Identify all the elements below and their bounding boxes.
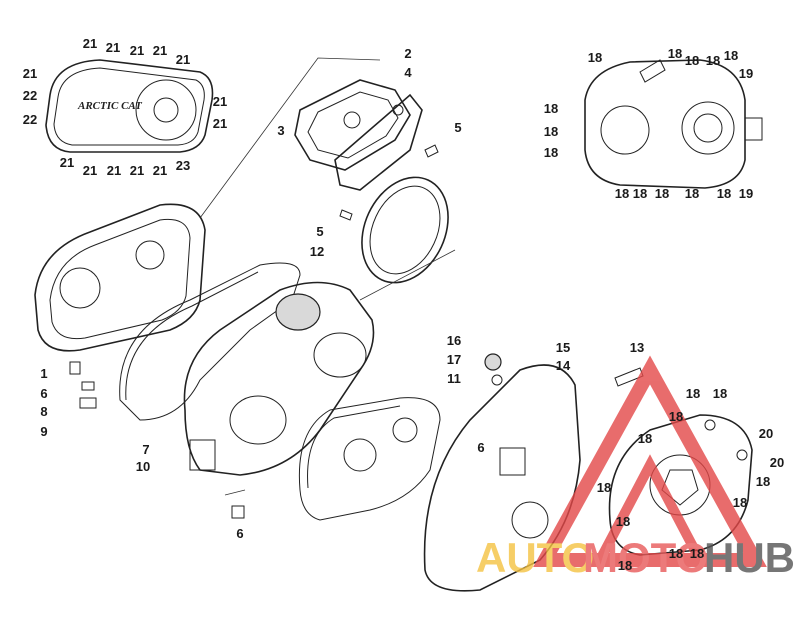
callout-label: 18 — [713, 386, 727, 401]
callout-label: 18 — [756, 474, 770, 489]
callout-label: 18 — [544, 145, 558, 160]
callout-label: 4 — [404, 65, 412, 80]
callout-label: 18 — [685, 53, 699, 68]
callout-label: 6 — [477, 440, 484, 455]
watermark-triangle — [533, 355, 767, 567]
callout-label: 18 — [588, 50, 602, 65]
watermark-text-a: AUTO — [476, 534, 594, 581]
gasket-right — [423, 353, 644, 592]
callout-label: 21 — [83, 36, 97, 51]
callout-label: 23 — [176, 158, 190, 173]
callout-label: 21 — [213, 94, 227, 109]
callout-label: 18 — [706, 53, 720, 68]
callout-label: 6 — [40, 386, 47, 401]
callout-label: 6 — [236, 526, 243, 541]
callout-label: 10 — [136, 459, 150, 474]
callout-label: 7 — [142, 442, 149, 457]
callout-label: 18 — [544, 124, 558, 139]
callout-label: 20 — [770, 455, 784, 470]
callout-label: 2 — [404, 46, 411, 61]
callout-label: 21 — [23, 66, 37, 81]
callout-label: 18 — [686, 386, 700, 401]
callout-label: 18 — [669, 546, 683, 561]
callout-label: 18 — [724, 48, 738, 63]
rear-cover-detail — [584, 59, 763, 189]
callout-label: 18 — [597, 480, 611, 495]
callout-label: 21 — [107, 163, 121, 178]
callout-label: 12 — [310, 244, 324, 259]
gasket-left — [119, 262, 301, 421]
outer-cover: ARCTIC CAT — [45, 59, 214, 153]
callout-label: 21 — [153, 43, 167, 58]
callout-label: 13 — [630, 340, 644, 355]
callout-label: 22 — [23, 88, 37, 103]
gasket-mid — [298, 397, 441, 521]
callout-label: 18 — [638, 431, 652, 446]
callout-label: 21 — [60, 155, 74, 170]
callout-label: 18 — [717, 186, 731, 201]
watermark-text-c: HUB — [704, 534, 795, 581]
callout-label: 11 — [447, 371, 461, 386]
callout-label: 18 — [690, 546, 704, 561]
callout-label: 18 — [633, 186, 647, 201]
callout-label: 15 — [556, 340, 570, 355]
callout-label: 18 — [733, 495, 747, 510]
callout-label: 14 — [556, 358, 571, 373]
callout-label: 21 — [83, 163, 97, 178]
callout-label: 3 — [277, 123, 284, 138]
clutch-cover-plate — [199, 57, 439, 219]
center-case — [183, 281, 375, 519]
callout-label: 18 — [615, 186, 629, 201]
callout-label: 19 — [739, 186, 753, 201]
callout-label: 17 — [447, 352, 461, 367]
callout-label: 16 — [447, 333, 461, 348]
callout-label: 18 — [616, 514, 630, 529]
callout-label: 18 — [618, 558, 632, 573]
callout-label: 21 — [176, 52, 190, 67]
callout-label: 21 — [130, 163, 144, 178]
callout-label: 9 — [40, 424, 47, 439]
callout-label: 18 — [668, 46, 682, 61]
inner-case — [34, 203, 206, 409]
cover-logo: ARCTIC CAT — [77, 100, 143, 112]
callout-label: 20 — [759, 426, 773, 441]
callout-label: 21 — [130, 43, 144, 58]
callout-label: 22 — [23, 112, 37, 127]
callout-label: 21 — [213, 116, 227, 131]
callout-label: 18 — [655, 186, 669, 201]
watermark-text-b: MOTO — [583, 534, 708, 581]
callout-label: 19 — [739, 66, 753, 81]
callout-label: 8 — [40, 404, 47, 419]
callout-label: 5 — [316, 224, 323, 239]
callout-label: 21 — [106, 40, 120, 55]
callout-label: 18 — [669, 409, 683, 424]
callout-label: 5 — [454, 120, 461, 135]
callout-label: 18 — [544, 101, 558, 116]
callout-label: 18 — [685, 186, 699, 201]
watermark: AUTO MOTO HUB — [476, 355, 795, 581]
callout-label: 21 — [153, 163, 167, 178]
callout-label: 1 — [40, 366, 47, 381]
gasket-ring — [339, 176, 456, 301]
